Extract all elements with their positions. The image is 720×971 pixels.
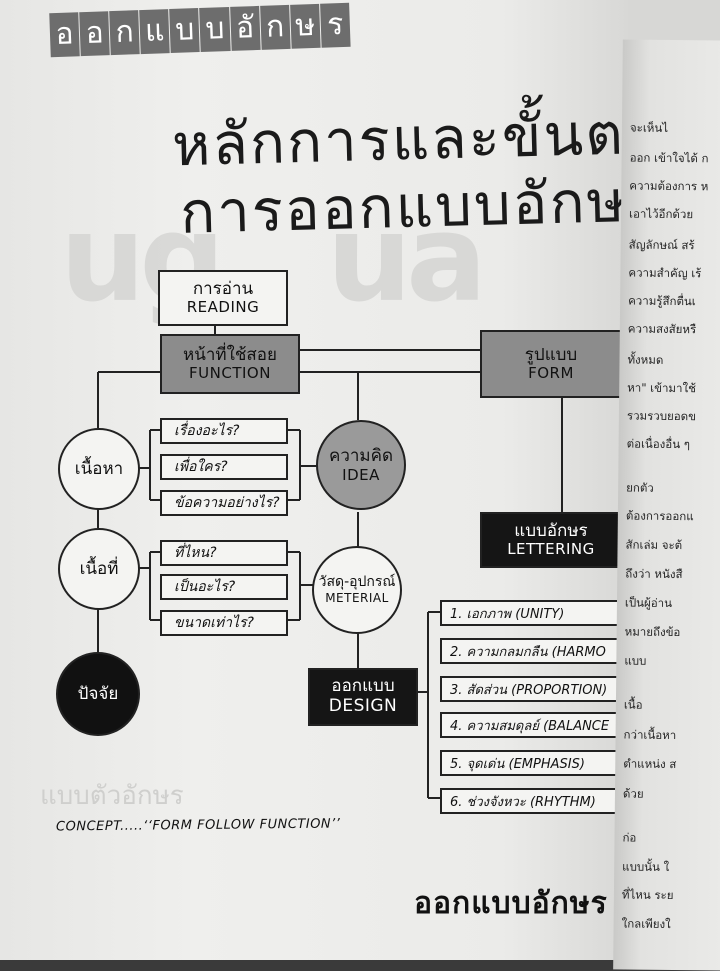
factor-circle: ปัจจัย — [56, 652, 140, 736]
right-page-line: ทั้งหมด — [627, 352, 664, 367]
right-page-line: จะเห็นไ — [629, 120, 669, 135]
function-label-th: หน้าที่ใช้สอย — [183, 344, 277, 365]
right-page-line: แบบนั้น ใ — [622, 859, 670, 874]
idea-label-th: ความคิด — [328, 445, 394, 466]
diagram-connectors — [97, 326, 563, 799]
right-page-line: เป็นผู้อ่าน — [624, 595, 673, 610]
principle-2: 2. ความกลมกลืน (HARMO — [440, 638, 628, 664]
right-page-line: ความต้องการ ห — [629, 178, 709, 194]
right-page-line: ความสงสัยหรื — [627, 321, 697, 337]
space-question-2: เป็นอะไร? — [160, 574, 288, 600]
reading-label-th: การอ่าน — [192, 278, 254, 299]
principle-1: 1. เอกภาพ (UNITY) — [440, 600, 628, 626]
space-question-3: ขนาดเท่าไร? — [160, 610, 288, 636]
right-page-line: ตำแหน่ง ส — [623, 756, 677, 772]
design-box: ออกแบบ DESIGN — [308, 668, 418, 726]
right-page-line: ก่อ — [622, 830, 637, 845]
right-page-line: ใกลเพียงใ — [621, 916, 671, 931]
right-page-line: กว่าเนื้อหา — [623, 727, 677, 743]
concept-caption: CONCEPT.....‘‘FORM FOLLOW FUNCTION’’ — [55, 816, 341, 835]
right-page-line: รวมรวบยอดข — [626, 408, 697, 424]
principle-5: 5. จุดเด่น (EMPHASIS) — [440, 750, 628, 776]
principle-3: 3. สัดส่วน (PROPORTION) — [440, 676, 628, 702]
space-circle: เนื้อที่ — [58, 528, 140, 610]
lettering-label-th: แบบอักษร — [514, 520, 588, 541]
right-page-line: สัญลักษณ์ สร้ — [628, 237, 695, 253]
right-page-line: หา" เข้ามาใช้ — [627, 380, 697, 396]
content-label: เนื้อหา — [74, 458, 124, 479]
space-label: เนื้อที่ — [79, 558, 119, 579]
background-ghost-heading: แบบตัวอักษร — [40, 781, 184, 811]
content-circle: เนื้อหา — [58, 428, 140, 510]
factor-label: ปัจจัย — [77, 683, 119, 704]
lettering-box: แบบอักษร LETTERING — [480, 512, 620, 568]
right-page: จะเห็นไออก เข้าใจได้ กความต้องการ หเอาไว… — [613, 39, 720, 971]
right-page-line: ความสำคัญ เร้ — [628, 265, 702, 281]
material-label-th: วัสดุ-อุปกรณ์ — [318, 574, 396, 591]
right-page-line: ออก เข้าใจได้ ก — [629, 150, 709, 166]
form-label-en: FORM — [528, 364, 574, 383]
idea-circle: ความคิด IDEA — [316, 420, 406, 510]
idea-label-en: IDEA — [342, 466, 380, 485]
right-page-line: แบบ — [624, 653, 647, 668]
content-question-2: เพื่อใคร? — [160, 454, 288, 480]
right-page-line: สักเล่ม จะต้ — [625, 537, 683, 553]
footer-section-title: ออกแบบอักษร — [414, 886, 608, 921]
form-label-th: รูปแบบ — [524, 344, 578, 365]
function-box: หน้าที่ใช้สอย FUNCTION — [160, 334, 300, 394]
left-page: ออกแบบอักษร ug ua หลักการและขั้นตอ การออ… — [0, 0, 628, 960]
right-page-line: ความรู้สึกตื่นเ — [628, 293, 696, 309]
right-page-line: ต่อเนื่องอื่น ๆ — [626, 436, 691, 452]
right-page-line: เนื้อ — [623, 697, 643, 712]
right-page-line: ถึงว่า หนังสื — [625, 566, 683, 582]
material-label-en: METERIAL — [325, 591, 389, 606]
right-page-line: เอาไว้อีกด้วย — [628, 206, 694, 222]
right-page-line: ต้องการออกแ — [625, 508, 694, 524]
design-label-en: DESIGN — [328, 696, 398, 716]
right-page-line: ที่ไหน ระย — [621, 887, 674, 903]
lettering-label-en: LETTERING — [507, 540, 595, 559]
design-label-th: ออกแบบ — [331, 676, 395, 697]
content-question-1: เรื่องอะไร? — [160, 418, 288, 444]
form-box: รูปแบบ FORM — [480, 330, 620, 398]
right-page-line: ด้วย — [622, 786, 644, 801]
reading-box: การอ่าน READING — [158, 270, 288, 326]
function-label-en: FUNCTION — [189, 364, 271, 383]
right-page-line: ยกตัว — [626, 480, 654, 495]
principle-4: 4. ความสมดุลย์ (BALANCE — [440, 712, 628, 738]
content-question-3: ข้อความอย่างไร? — [160, 490, 288, 516]
principle-6: 6. ช่วงจังหวะ (RHYTHM) — [440, 788, 628, 814]
material-circle: วัสดุ-อุปกรณ์ METERIAL — [312, 546, 402, 634]
space-question-1: ที่ไหน? — [160, 540, 288, 566]
reading-label-en: READING — [186, 298, 260, 317]
right-page-line: หมายถึงข้อ — [624, 624, 681, 640]
